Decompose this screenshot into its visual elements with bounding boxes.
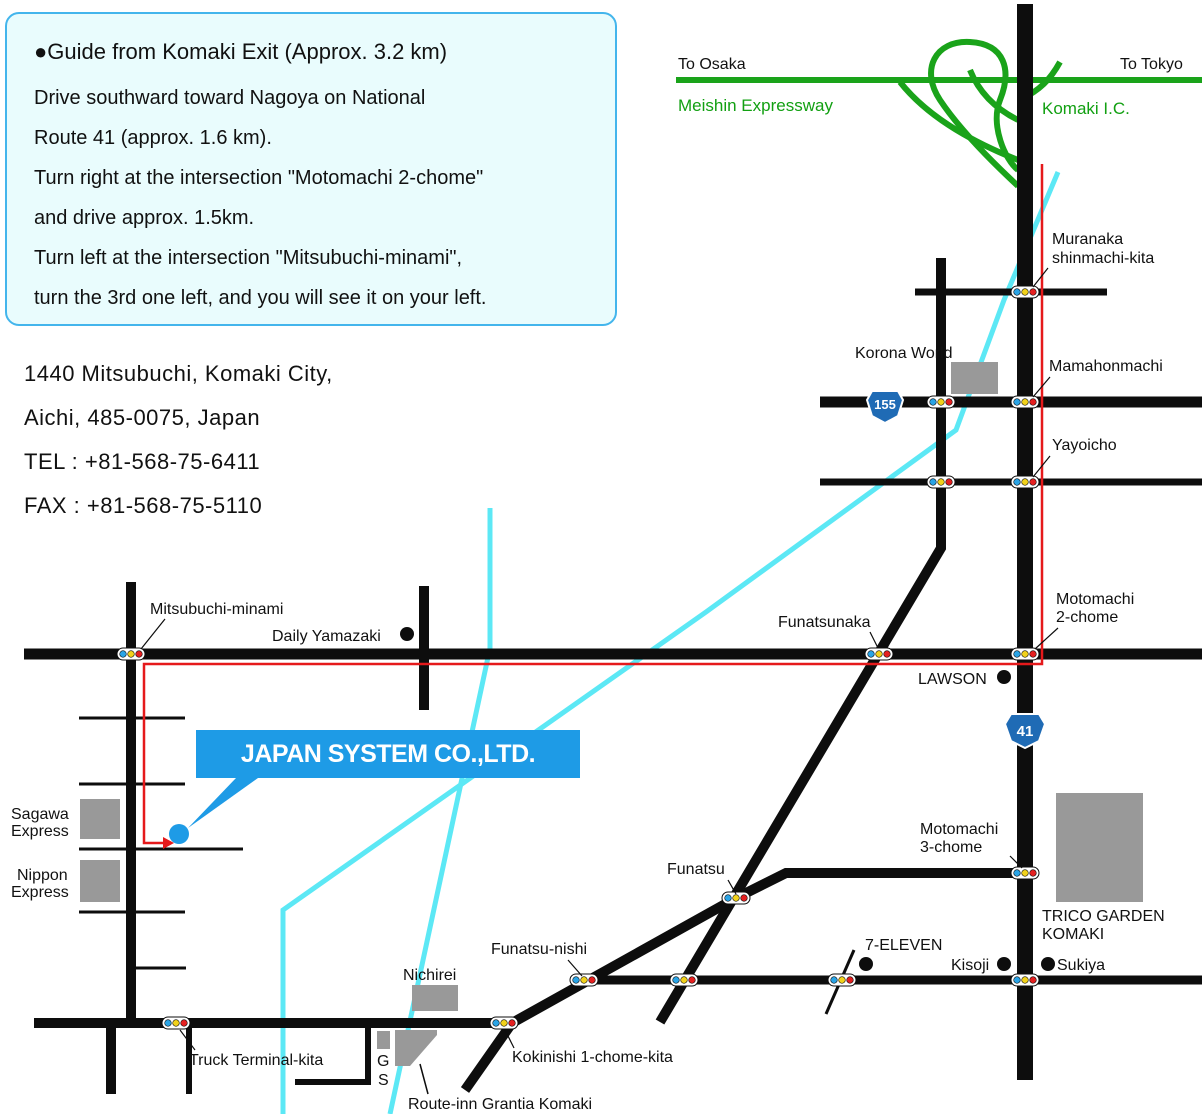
address-line-2: Aichi, 485-0075, Japan bbox=[24, 405, 261, 430]
guide-line-5: Turn left at the intersection "Mitsubuch… bbox=[34, 247, 463, 269]
intersection-funatsu-nishi-label: Funatsu-nishi bbox=[491, 941, 587, 958]
traffic-signal bbox=[569, 973, 599, 987]
nichirei-label: Nichirei bbox=[403, 967, 456, 984]
intersection-motomachi3-label: Motomachi bbox=[920, 821, 998, 838]
intersection-motomachi3-label-2: 3-chome bbox=[920, 839, 982, 856]
railway-line-west bbox=[387, 508, 493, 1114]
traffic-signal bbox=[1010, 866, 1040, 880]
guide-line-2: Route 41 (approx. 1.6 km). bbox=[34, 127, 272, 149]
guide-line-6: turn the 3rd one left, and you will see … bbox=[34, 287, 487, 309]
point-markers bbox=[400, 627, 1055, 971]
seven-eleven-label: 7-ELEVEN bbox=[865, 937, 942, 954]
trico-garden-label: TRICO GARDEN bbox=[1042, 908, 1165, 925]
korona-world-label: Korona World bbox=[855, 345, 953, 362]
sukiya-label: Sukiya bbox=[1057, 957, 1105, 974]
route-155-shield: 155 bbox=[865, 390, 905, 425]
traffic-signal bbox=[161, 1016, 191, 1030]
gs-label-2: S bbox=[378, 1072, 389, 1089]
traffic-signal bbox=[116, 647, 146, 661]
svg-text:41: 41 bbox=[1017, 723, 1034, 740]
railway-line bbox=[280, 171, 1061, 1114]
route-inn-label: Route-inn Grantia Komaki bbox=[408, 1096, 592, 1113]
company-location-marker[interactable] bbox=[169, 824, 189, 844]
traffic-signals bbox=[116, 285, 1040, 1030]
fax-number: FAX : +81-568-75-5110 bbox=[24, 493, 263, 518]
sagawa-label: Sagawa bbox=[11, 806, 69, 823]
lawson-label: LAWSON bbox=[918, 671, 987, 688]
sukiya-marker bbox=[1041, 957, 1055, 971]
trico-garden-building bbox=[1056, 793, 1143, 902]
traffic-signal bbox=[1010, 475, 1040, 489]
sagawa-label-2: Express bbox=[11, 823, 69, 840]
daily-yamazaki-label: Daily Yamazaki bbox=[272, 628, 381, 645]
traffic-signal bbox=[926, 395, 956, 409]
buildings bbox=[80, 362, 1143, 1066]
intersection-funatsunaka-label: Funatsunaka bbox=[778, 614, 871, 631]
phone-number: TEL : +81-568-75-6411 bbox=[24, 449, 261, 474]
trico-garden-label-2: KOMAKI bbox=[1042, 926, 1104, 943]
traffic-signal bbox=[827, 973, 857, 987]
guide-line-4: and drive approx. 1.5km. bbox=[34, 207, 255, 229]
guide-route bbox=[142, 164, 1044, 845]
intersection-motomachi2-label: Motomachi bbox=[1056, 591, 1134, 608]
interchange-label: Komaki I.C. bbox=[1042, 99, 1130, 118]
route-arrowhead bbox=[163, 837, 174, 849]
company-callout-pointer bbox=[188, 778, 258, 828]
traffic-signal bbox=[1010, 285, 1040, 299]
gs-label: G bbox=[377, 1053, 389, 1070]
svg-text:155: 155 bbox=[874, 397, 896, 412]
guide-title: ●Guide from Komaki Exit (Approx. 3.2 km) bbox=[34, 39, 448, 64]
intersection-mitsubuchi-minami-label: Mitsubuchi-minami bbox=[150, 601, 283, 618]
daily-yamazaki-marker bbox=[400, 627, 414, 641]
kisoji-marker bbox=[997, 957, 1011, 971]
nippon-label-2: Express bbox=[11, 884, 69, 901]
guide-box: ●Guide from Komaki Exit (Approx. 3.2 km)… bbox=[5, 12, 617, 326]
route-41-shield: 41 bbox=[1003, 713, 1047, 750]
to-tokyo-label: To Tokyo bbox=[1120, 56, 1183, 73]
intersection-motomachi2-label-2: 2-chome bbox=[1056, 609, 1118, 626]
traffic-signal bbox=[721, 891, 751, 905]
intersection-mamahonmachi-label: Mamahonmachi bbox=[1049, 358, 1163, 375]
route-inn-building bbox=[395, 1030, 437, 1066]
intersection-truck-terminal-label: Truck Terminal-kita bbox=[189, 1052, 323, 1069]
intersection-funatsu-label: Funatsu bbox=[667, 861, 725, 878]
guide-line-1: Drive southward toward Nagoya on Nationa… bbox=[34, 87, 426, 109]
address-line-1: 1440 Mitsubuchi, Komaki City, bbox=[24, 361, 333, 386]
kisoji-label: Kisoji bbox=[951, 957, 989, 974]
traffic-signal bbox=[1010, 647, 1040, 661]
traffic-signal bbox=[669, 973, 699, 987]
company-address: 1440 Mitsubuchi, Komaki City, Aichi, 485… bbox=[24, 352, 333, 528]
nippon-building bbox=[80, 860, 120, 902]
intersection-yayoicho-label: Yayoicho bbox=[1052, 437, 1117, 454]
traffic-signal bbox=[864, 647, 894, 661]
traffic-signal bbox=[1010, 395, 1040, 409]
lawson-marker bbox=[997, 670, 1011, 684]
gs-building bbox=[377, 1031, 390, 1049]
guide-line-3: Turn right at the intersection "Motomach… bbox=[34, 167, 484, 189]
label-leaders bbox=[140, 267, 1059, 1051]
company-name-banner: JAPAN SYSTEM CO.,LTD. bbox=[196, 730, 580, 778]
nichirei-building bbox=[412, 985, 458, 1011]
intersection-kokinishi-label: Kokinishi 1-chome-kita bbox=[512, 1049, 673, 1066]
traffic-signal bbox=[489, 1016, 519, 1030]
traffic-signal bbox=[926, 475, 956, 489]
traffic-signal bbox=[1010, 973, 1040, 987]
to-osaka-label: To Osaka bbox=[678, 56, 746, 73]
seven-eleven-marker bbox=[859, 957, 873, 971]
korona-world-building bbox=[951, 362, 998, 394]
sagawa-building bbox=[80, 799, 120, 839]
nippon-label: Nippon bbox=[17, 867, 68, 884]
intersection-muranaka-label: Muranaka bbox=[1052, 231, 1123, 248]
expressway-name: Meishin Expressway bbox=[678, 96, 833, 115]
intersection-muranaka-label-2: shinmachi-kita bbox=[1052, 250, 1154, 267]
